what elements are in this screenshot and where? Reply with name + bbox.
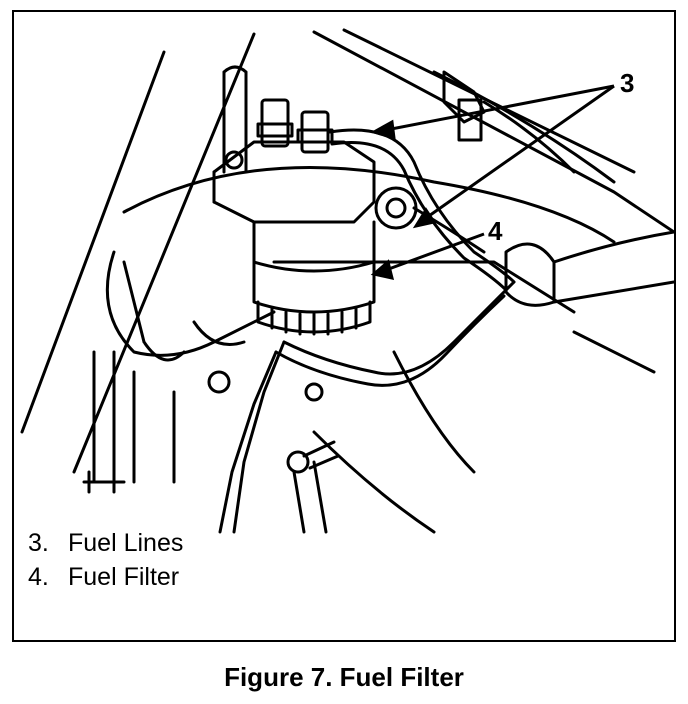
legend-label: Fuel Lines (68, 529, 184, 557)
mount-bracket (105, 250, 276, 357)
banjo-fitting (374, 186, 418, 230)
legend-item: 3. Fuel Lines (28, 526, 183, 560)
callout-4: 4 (488, 216, 503, 246)
legend-item: 4. Fuel Filter (28, 560, 183, 594)
callout-3-leader-b (425, 84, 615, 220)
fuel-filter-canister (252, 220, 376, 336)
legend-label: Fuel Filter (68, 563, 180, 591)
callout-4-leader (385, 232, 485, 272)
legend: 3. Fuel Lines 4. Fuel Filter (28, 526, 183, 594)
legend-number: 3. (28, 529, 49, 557)
frame-rail-top (312, 30, 674, 234)
figure-frame: 3 4 3. Fuel Lines 4. Fuel Filter (12, 10, 676, 642)
figure-caption: Figure 7. Fuel Filter (224, 662, 464, 692)
fitting-right (300, 110, 330, 154)
filter-head (212, 140, 376, 224)
callout-3: 3 (620, 68, 635, 98)
callout-3-leader-a (385, 84, 615, 132)
legend-number: 4. (28, 563, 49, 591)
fuel-filter-illustration (20, 28, 674, 534)
frame-rail-left (20, 50, 166, 434)
